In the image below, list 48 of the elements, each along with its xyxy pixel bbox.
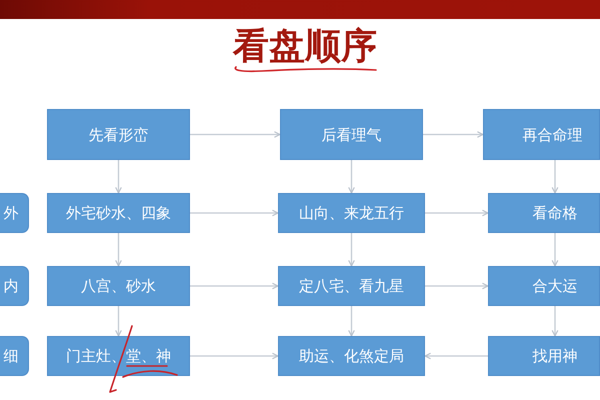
arrow bbox=[115, 160, 122, 194]
process-box bbox=[47, 336, 190, 376]
arrow bbox=[348, 306, 355, 337]
arrow bbox=[190, 210, 279, 216]
arrow bbox=[115, 306, 122, 337]
arrow bbox=[424, 352, 488, 360]
step-text: 外宅砂水、四象 bbox=[66, 204, 171, 222]
arrow bbox=[190, 352, 279, 360]
arrow bbox=[115, 233, 122, 267]
arrow bbox=[552, 233, 558, 267]
arrow bbox=[423, 131, 484, 138]
step-text: 八宫、砂水 bbox=[81, 277, 156, 295]
arrow bbox=[348, 160, 355, 194]
process-box bbox=[47, 109, 190, 160]
process-box bbox=[47, 193, 190, 233]
step-text: 山向、来龙五行 bbox=[299, 204, 404, 222]
step-text: 先看形峦 bbox=[88, 126, 148, 144]
arrow bbox=[425, 282, 489, 290]
process-box bbox=[488, 336, 600, 376]
step-text: 细 bbox=[4, 347, 18, 365]
process-box bbox=[488, 266, 600, 306]
step-text: 门主灶、堂、神 bbox=[66, 347, 171, 365]
process-box bbox=[47, 266, 190, 306]
step-text: 合大运 bbox=[532, 277, 578, 295]
step-text: 看命格 bbox=[532, 204, 578, 222]
process-box bbox=[278, 266, 425, 306]
step-text: 外 bbox=[4, 204, 18, 222]
arrow bbox=[552, 306, 558, 337]
step-text: 定八宅、看九星 bbox=[299, 277, 404, 295]
category-tab bbox=[0, 336, 29, 376]
arrow bbox=[190, 131, 281, 138]
arrow bbox=[425, 210, 489, 216]
category-tab bbox=[0, 266, 29, 306]
process-box bbox=[483, 109, 600, 160]
arrow bbox=[348, 233, 355, 267]
process-box bbox=[278, 336, 425, 376]
arrow bbox=[190, 282, 279, 290]
step-text: 再合命理 bbox=[522, 126, 582, 144]
title: 看盘顺序 bbox=[233, 29, 377, 65]
step-text: 后看理气 bbox=[322, 126, 382, 144]
arrow bbox=[552, 160, 558, 194]
step-text: 助运、化煞定局 bbox=[299, 347, 404, 365]
step-text: 找用神 bbox=[532, 347, 578, 365]
category-tab bbox=[0, 193, 29, 233]
process-box bbox=[488, 193, 600, 233]
process-box bbox=[278, 193, 425, 233]
step-text: 内 bbox=[4, 277, 18, 295]
process-box bbox=[280, 109, 423, 160]
